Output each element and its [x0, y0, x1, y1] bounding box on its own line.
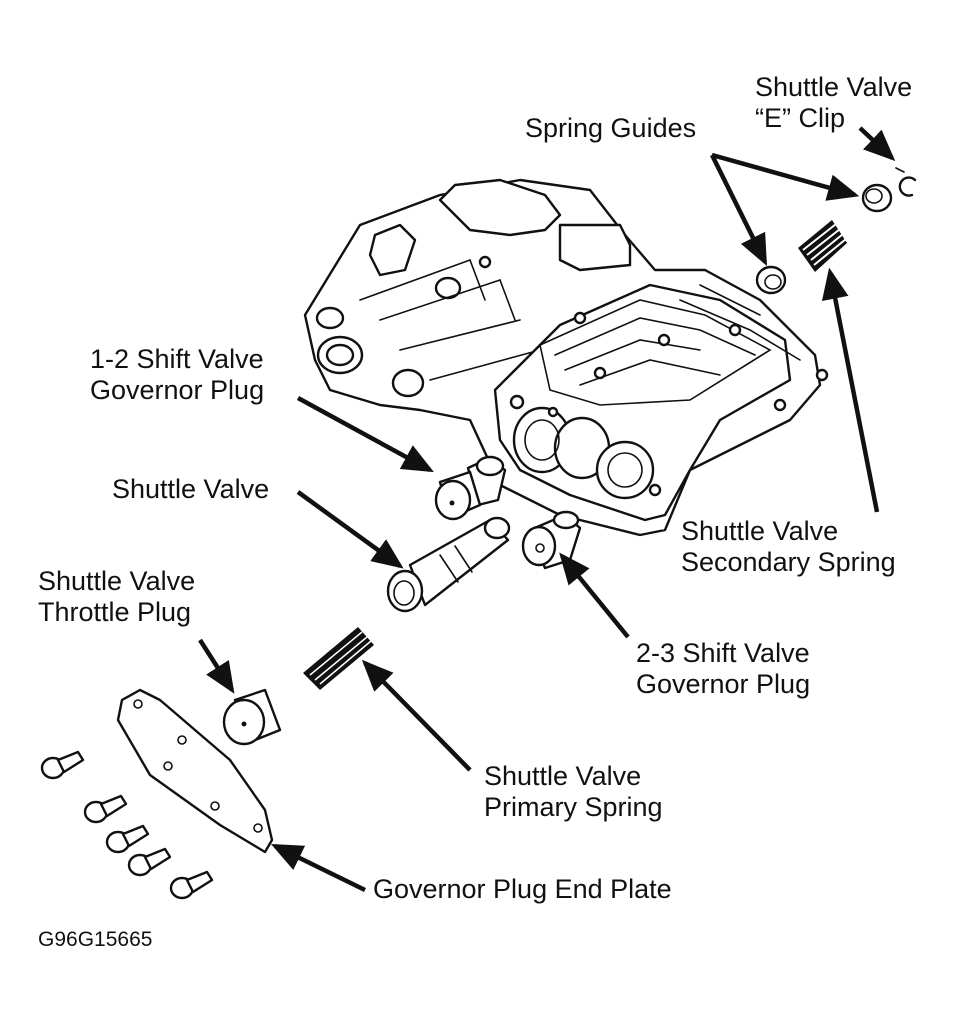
figure-code: G96G15665	[38, 928, 153, 951]
primary-spring-part	[303, 627, 374, 690]
shift-23-plug-part	[521, 510, 582, 570]
arrow-shift-12-plug	[296, 396, 434, 473]
label-primary-spring: Shuttle Valve Primary Spring	[484, 761, 663, 822]
spring-guide-lower	[755, 265, 787, 295]
label-shift-23-plug: 2-3 Shift Valve Governor Plug	[636, 638, 811, 699]
label-throttle-plug: Shuttle Valve Throttle Plug	[38, 566, 196, 627]
arrow-spring-guide-upper	[711, 152, 860, 201]
label-shift-12-plug: 1-2 Shift Valve Governor Plug	[90, 344, 265, 405]
arrow-end-plate	[270, 843, 366, 893]
arrow-throttle-plug	[198, 638, 235, 694]
spring-guide-upper	[861, 183, 893, 213]
arrow-primary-spring	[361, 659, 472, 772]
arrow-shift-23-plug	[559, 552, 630, 639]
screw-1	[40, 750, 85, 780]
arrow-shuttle-valve	[296, 490, 404, 569]
e-clip-part	[895, 167, 917, 197]
end-plate-part	[116, 688, 274, 854]
secondary-spring-part	[798, 220, 847, 272]
shuttle-valve-part	[386, 516, 511, 613]
label-secondary-spring: Shuttle Valve Secondary Spring	[681, 516, 896, 577]
shift-12-plug-part	[434, 455, 507, 521]
label-end-plate: Governor Plug End Plate	[373, 874, 672, 904]
label-spring-guides: Spring Guides	[525, 113, 697, 143]
arrow-spring-guide-lower	[709, 154, 768, 267]
screw-3	[105, 824, 150, 854]
throttle-plug-part	[222, 688, 282, 746]
arrow-e-clip	[858, 126, 896, 162]
arrow-secondary-spring	[821, 267, 880, 513]
screw-5	[169, 870, 214, 900]
valve-body	[303, 178, 829, 537]
screw-4	[127, 847, 172, 877]
label-e-clip: Shuttle Valve “E” Clip	[755, 72, 913, 133]
screw-2	[83, 794, 128, 824]
label-shuttle-valve: Shuttle Valve	[112, 474, 270, 504]
